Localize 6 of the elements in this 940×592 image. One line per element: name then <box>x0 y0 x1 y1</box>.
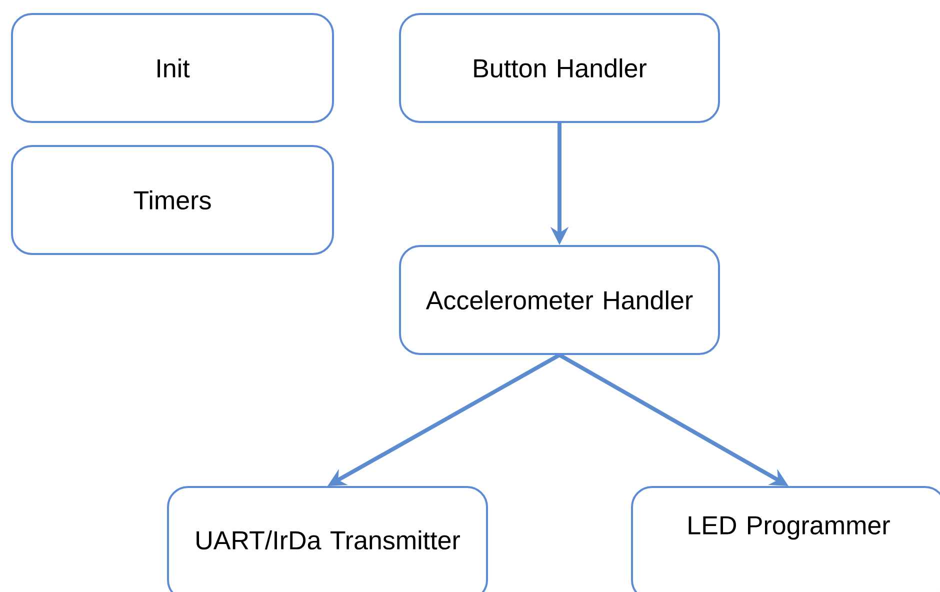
process-box: Button Handler <box>399 13 720 123</box>
process-box: Timers <box>11 145 334 255</box>
process-box: Init <box>11 13 334 123</box>
process-box: Accelerometer Handler <box>399 245 720 355</box>
process-box: UART/IrDa Transmitter <box>167 486 488 592</box>
process-box: LED Programmer <box>631 486 940 592</box>
